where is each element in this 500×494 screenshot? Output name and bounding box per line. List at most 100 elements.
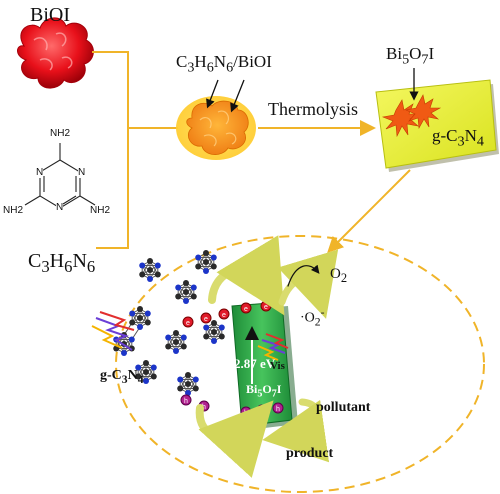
nitrogen-atom: [183, 298, 189, 304]
nitrogen-atom: [144, 310, 151, 317]
nitrogen-atom: [137, 324, 143, 330]
nitrogen-atom: [203, 324, 210, 331]
hole-symbol: h: [260, 408, 264, 415]
carbon-atom: [135, 373, 142, 380]
carbon-atom: [137, 306, 143, 312]
nitrogen-atom: [129, 310, 136, 317]
nitrogen-atom: [128, 336, 135, 343]
nitrogen-atom: [203, 268, 209, 274]
carbon-atom: [137, 315, 143, 321]
nitrogen-atom: [121, 350, 127, 356]
charge-transfer-arrows: [195, 235, 339, 478]
carbon-atom: [211, 329, 217, 335]
gc3n4-inset-label: g-C3N4: [100, 368, 144, 386]
electron-symbol: e: [204, 316, 208, 323]
carbon-atom: [177, 385, 184, 392]
composite-label: C3H6N6/BiOI: [176, 52, 272, 76]
nitrogen-atom: [192, 376, 199, 383]
electron: [182, 316, 194, 328]
nitrogen-atom: [150, 364, 157, 371]
nitrogen-atom: [154, 262, 161, 269]
electron-symbol: e: [186, 320, 190, 327]
electron: [200, 312, 212, 324]
carbon-atom: [154, 271, 161, 278]
bioi-label: BiOI: [30, 4, 70, 26]
nitrogen-atom: [143, 378, 149, 384]
carbon-atom: [210, 263, 217, 270]
nitrogen-atom: [180, 334, 187, 341]
carbon-atom: [165, 343, 172, 350]
carbon-atom: [173, 339, 179, 345]
thermolysis-label: Thermolysis: [268, 99, 358, 119]
zoom-arrow: [327, 169, 411, 253]
visible-light-icon: [257, 333, 289, 361]
nitrogen-atom: [211, 338, 217, 344]
pollutant-label: pollutant: [316, 400, 371, 415]
carbon-atom: [139, 271, 146, 278]
carbon-atom: [211, 320, 217, 326]
melamine-formula: C3H6N6: [28, 250, 96, 276]
bi5o7i-inset-label: Bi5O7I: [246, 382, 282, 400]
carbon-atom: [203, 259, 209, 265]
melamine-n-3: N: [56, 202, 64, 213]
carbon-atom: [143, 360, 149, 366]
carbon-atom: [203, 250, 209, 256]
carbon-atom: [129, 319, 136, 326]
mechanism-circle: [115, 235, 485, 493]
melamine-nh2-right: NH2: [90, 205, 111, 216]
nitrogen-atom: [218, 324, 225, 331]
nitrogen-atom: [190, 284, 197, 291]
o2-label: O2: [330, 266, 348, 285]
composite-particle: [176, 96, 256, 160]
carbon-atom: [183, 289, 189, 295]
bioi-nanoflower: [17, 17, 94, 89]
carbon-atom: [147, 258, 153, 264]
gc3n4-support: [375, 79, 499, 172]
melamine-n-1: N: [78, 167, 86, 178]
light-icon: [91, 311, 135, 351]
electron-symbol: e: [264, 304, 268, 311]
vis-label: Vis: [270, 360, 285, 372]
nitrogen-atom: [135, 364, 142, 371]
nitrogen-atom: [139, 262, 146, 269]
melamine-n-2: N: [36, 167, 44, 178]
nitrogen-atom: [185, 390, 191, 396]
nitrogen-atom: [210, 254, 217, 261]
bi5o7i-nanoflowers: [381, 94, 442, 138]
carbon-atom: [218, 333, 225, 340]
carbon-atom: [180, 343, 187, 350]
carbon-atom: [147, 267, 153, 273]
melamine-nh2-left: NH2: [3, 205, 24, 216]
nitrogen-atom: [147, 276, 153, 282]
input-connector: [92, 51, 178, 249]
carbon-atom: [150, 373, 157, 380]
carbon-atom: [195, 263, 202, 270]
nitrogen-atom: [175, 284, 182, 291]
carbon-atom: [175, 293, 182, 300]
gc3n4-network: [113, 250, 225, 396]
hole-symbol: h: [244, 410, 248, 417]
carbon-atom: [192, 385, 199, 392]
melamine-nh2-top: NH2: [50, 128, 71, 139]
carbon-atom: [173, 330, 179, 336]
carbon-atom: [183, 280, 189, 286]
nitrogen-atom: [173, 348, 179, 354]
gc3n4-label: g-C3N4: [432, 126, 484, 150]
electron-symbol: e: [222, 312, 226, 319]
product-label: product: [286, 446, 334, 461]
nitrogen-atom: [165, 334, 172, 341]
bi5o7i-label: Bi5O7I: [386, 44, 435, 68]
carbon-atom: [203, 333, 210, 340]
hole-symbol: h: [184, 398, 188, 405]
hole: [180, 394, 192, 406]
carbon-atom: [144, 319, 151, 326]
carbon-atom: [190, 293, 197, 300]
nitrogen-atom: [195, 254, 202, 261]
hole-symbol: h: [276, 406, 280, 413]
band-gap-label: 2.87 eV: [234, 356, 276, 371]
composite-pointer-arrows: [206, 79, 245, 113]
electron-symbol: e: [244, 306, 248, 313]
carbon-atom: [185, 372, 191, 378]
